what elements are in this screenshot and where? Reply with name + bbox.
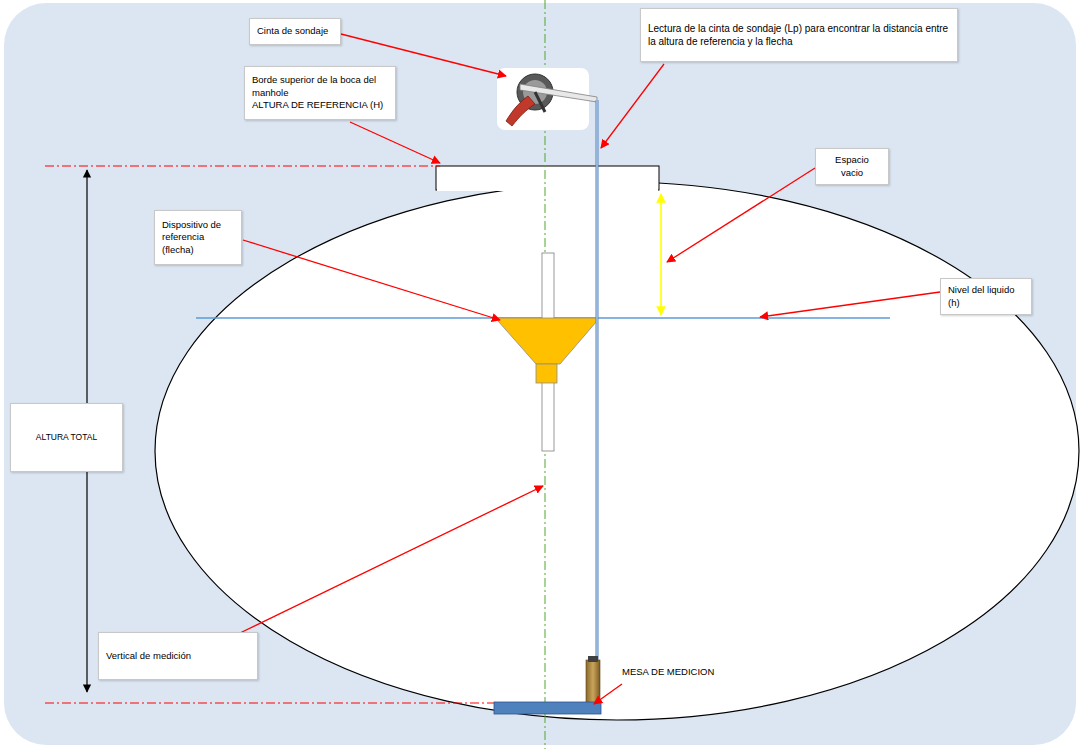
callout-box: Espacio vacio [815, 148, 889, 185]
manhole-mouth [436, 166, 659, 190]
device-collar [536, 364, 557, 383]
callout-text: ALTURA TOTAL [18, 432, 115, 443]
callout-box: Nivel del liquido (h) [940, 278, 1032, 315]
reference-arrow-device [498, 318, 597, 364]
callout-box: Vertical de medición [98, 632, 258, 680]
leader-line [601, 64, 664, 148]
dimension-box: ALTURA TOTAL [10, 403, 123, 472]
manhole-inner [437, 185, 658, 191]
callout-box: Borde superior de la boca del manholeALT… [244, 66, 396, 120]
measuring-table [494, 702, 601, 714]
leader-line [350, 122, 440, 163]
tank-outline [155, 182, 1079, 720]
callout-box: Lectura de la cinta de sondaje (Lp) para… [640, 8, 958, 62]
sounding-tape-core [597, 100, 598, 662]
callout-text: Lectura de la cinta de sondaje (Lp) para… [648, 22, 950, 48]
reel-handle [506, 96, 535, 126]
reference-line [45, 166, 440, 167]
callout-text: Vertical de medición [106, 650, 250, 662]
callout-box: Cinta de sondaje [249, 18, 341, 45]
reel-crank [535, 92, 545, 112]
callout-text: Borde superior de la boca del manhole [252, 74, 388, 99]
callout-text: Cinta de sondaje [257, 25, 333, 37]
base-line [45, 703, 495, 704]
callout-text: Espacio vacio [823, 154, 881, 179]
ullage-arrow [660, 194, 662, 315]
leader-line [243, 240, 500, 320]
leader-line [594, 684, 622, 704]
callout-text: Nivel del liquido (h) [948, 284, 1024, 309]
leader-line [667, 168, 815, 262]
weight-eye [588, 656, 598, 662]
part-label: MESA DE MEDICION [622, 666, 714, 677]
tape-band [520, 84, 597, 102]
callout-text: ALTURA DE REFERENCIA (H) [252, 99, 388, 111]
leader-line [240, 486, 543, 633]
leader-lines [240, 34, 940, 704]
callout-text: Dispositivo de referencia (flecha) [162, 219, 234, 256]
leader-line [760, 292, 940, 317]
sounding-weight [586, 660, 600, 703]
sounding-tape [596, 100, 599, 662]
callout-box: Dispositivo de referencia (flecha) [154, 210, 242, 265]
